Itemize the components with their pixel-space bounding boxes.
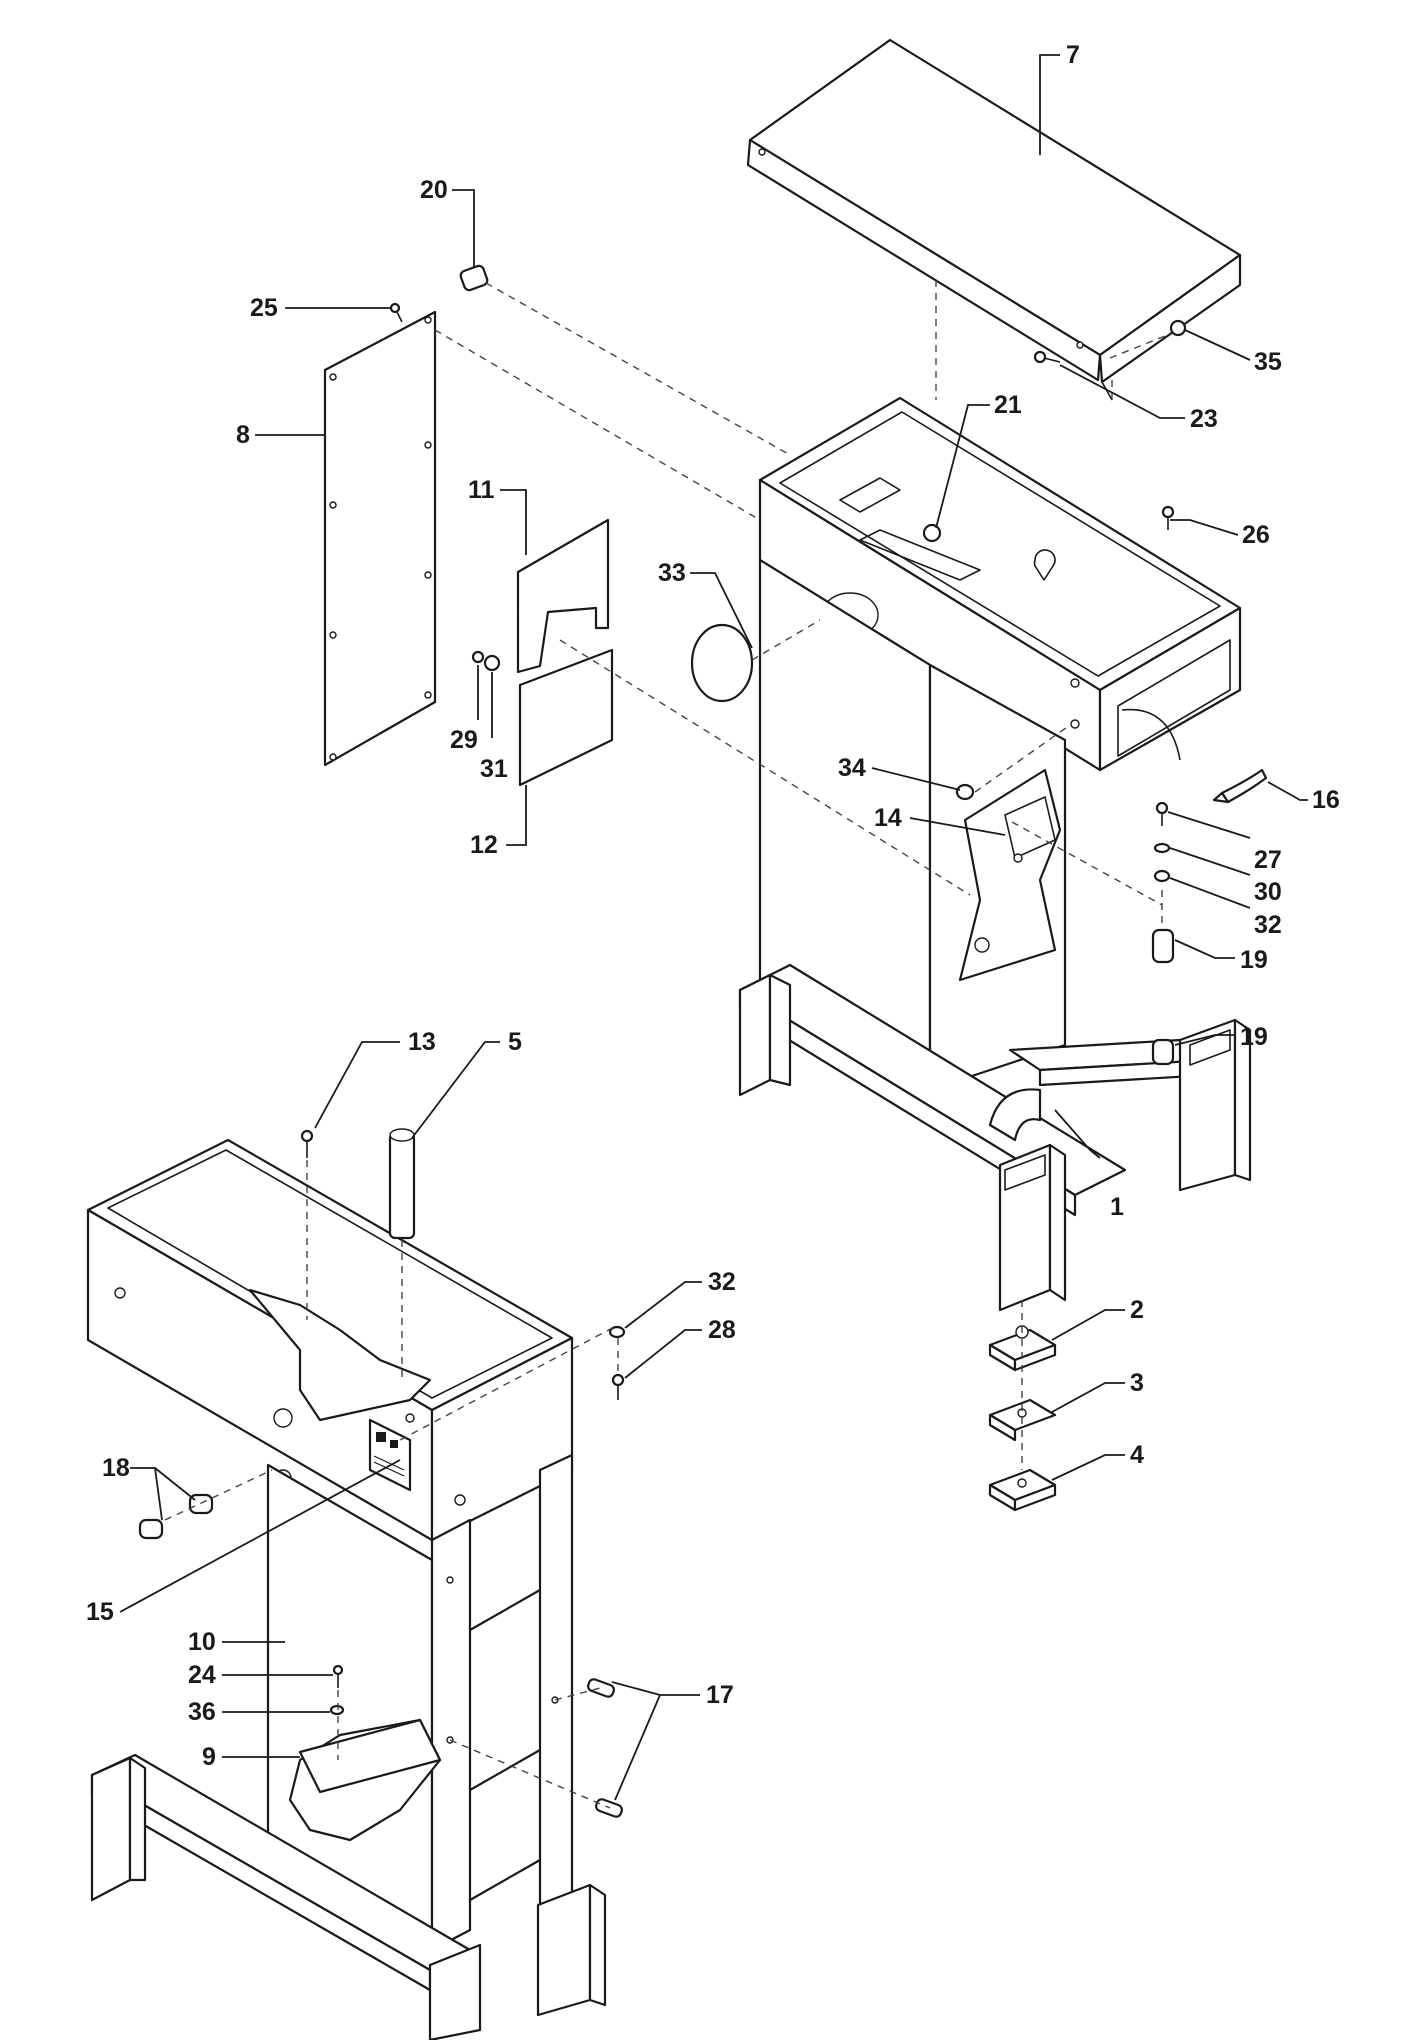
callout-28: 28 xyxy=(708,1316,736,1344)
part-31-washer xyxy=(483,654,501,672)
callout-24: 24 xyxy=(188,1661,216,1689)
callout-31: 31 xyxy=(480,755,508,783)
main-column-body xyxy=(758,558,1067,1092)
callout-3: 3 xyxy=(1130,1369,1144,1397)
callout-32-left: 32 xyxy=(708,1268,736,1296)
callout-34: 34 xyxy=(838,754,866,782)
callout-29: 29 xyxy=(450,726,478,754)
part-19-spacer-upper xyxy=(1151,928,1175,964)
part-3-pad xyxy=(988,1398,1057,1442)
part-12-plate xyxy=(518,648,614,787)
callout-13: 13 xyxy=(408,1028,436,1056)
part-18-bushing-b xyxy=(188,1493,214,1515)
part-28-screw xyxy=(611,1373,625,1400)
assembly-lines xyxy=(164,280,1171,1809)
part-19-spacer-lower xyxy=(1151,1038,1175,1066)
part-9-grille xyxy=(298,1718,442,1794)
callout-33: 33 xyxy=(658,559,686,587)
main-base-frame xyxy=(738,963,1252,1312)
callout-30: 30 xyxy=(1254,878,1282,906)
callout-19: 19 xyxy=(1240,946,1268,974)
callout-5: 5 xyxy=(508,1028,522,1056)
part-20-gland xyxy=(459,264,489,292)
part-26-screw xyxy=(1161,505,1175,530)
part-36-washer xyxy=(329,1704,345,1716)
part-7-top-cover xyxy=(746,38,1242,401)
part-18-bushing-a xyxy=(138,1518,164,1540)
callout-16: 16 xyxy=(1312,786,1340,814)
callout-19-lower: 19 xyxy=(1240,1023,1268,1051)
part-8-side-panel xyxy=(323,310,437,767)
callout-15: 15 xyxy=(86,1598,114,1626)
callout-9: 9 xyxy=(202,1743,216,1771)
callout-10: 10 xyxy=(188,1628,216,1656)
callout-18: 18 xyxy=(102,1454,130,1482)
leader-lines xyxy=(119,54,1308,1801)
part-27-screw xyxy=(1155,801,1169,826)
callout-23: 23 xyxy=(1190,405,1218,433)
part-17-pin-a xyxy=(587,1678,615,1698)
part-11-plate xyxy=(516,518,610,674)
part-32-lockwasher xyxy=(1153,869,1171,883)
part-21-grommet xyxy=(922,523,942,543)
callout-1: 1 xyxy=(1110,1193,1124,1221)
callout-4: 4 xyxy=(1130,1441,1144,1469)
lower-base-frame xyxy=(90,1753,607,2040)
callout-2: 2 xyxy=(1130,1296,1144,1324)
part-34-plug xyxy=(955,783,975,801)
part-15-label xyxy=(368,1418,412,1492)
part-16-arrow xyxy=(1212,768,1268,804)
callout-7: 7 xyxy=(1066,41,1080,69)
part-35-nut xyxy=(1169,319,1187,337)
callout-26: 26 xyxy=(1242,521,1270,549)
part-24-screw xyxy=(332,1664,344,1688)
part-29-nut xyxy=(471,650,485,664)
part-4-pad xyxy=(988,1468,1057,1512)
callout-20: 20 xyxy=(420,176,448,204)
part-23-screw xyxy=(1033,350,1061,364)
callout-8: 8 xyxy=(236,421,250,449)
part-33-cover-disc xyxy=(690,623,754,703)
part-1-foot-cap xyxy=(988,1088,1042,1142)
part-30-washer xyxy=(1153,842,1171,854)
callout-36: 36 xyxy=(188,1698,216,1726)
main-upper-cabinet xyxy=(758,396,1242,772)
callout-labels: 7 20 25 35 21 23 8 11 26 33 29 31 34 16 … xyxy=(86,41,1340,1771)
part-32-washer-left xyxy=(608,1325,626,1339)
callout-12: 12 xyxy=(470,831,498,859)
lower-cabinet-box xyxy=(86,1138,574,1542)
callout-14: 14 xyxy=(874,804,902,832)
callout-35: 35 xyxy=(1254,348,1282,376)
part-25-screw xyxy=(389,302,403,323)
callout-17: 17 xyxy=(706,1681,734,1709)
callout-25: 25 xyxy=(250,294,278,322)
callout-32: 32 xyxy=(1254,911,1282,939)
part-13-screw xyxy=(300,1129,314,1158)
callout-27: 27 xyxy=(1254,846,1282,874)
part-5-post xyxy=(388,1128,416,1240)
callout-21: 21 xyxy=(994,391,1022,419)
callout-11: 11 xyxy=(468,476,495,504)
